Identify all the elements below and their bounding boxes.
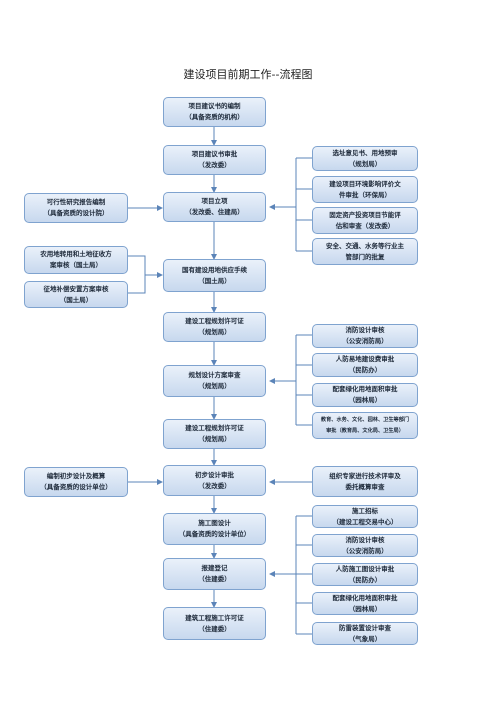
step-agency: （具备资质的机构） [185, 113, 244, 121]
step-label: 项目立项 [201, 197, 228, 205]
side-civil-defense-fee: 人防易地建设费审批 （民防办） [312, 353, 418, 377]
side-agency: （具备资质的设计单位） [40, 483, 112, 491]
side-label: 组织专家进行技术评审及 [329, 471, 401, 480]
side-lightning-protection: 防雷装置设计审查 （气象局） [312, 622, 418, 645]
side-label: 教育、水务、文化、园林、卫生等部门 [320, 416, 410, 423]
side-fire-design-review-1: 消防设计审核 （公安消防局） [312, 324, 418, 348]
side-agency: 委托概算审查 [345, 482, 385, 491]
side-environmental-impact: 建设项目环境影响评价文 件审批（环保局） [312, 176, 418, 203]
step-project-proposal-approval: 项目建议书审批 （发改委） [163, 145, 266, 175]
side-energy-assessment: 固定资产投资项目节能评 估和审查（发改委） [312, 207, 418, 234]
step-agency: （规划局） [198, 328, 231, 336]
side-agency: （具备资质的设计院） [43, 209, 109, 217]
side-agency: （国土局） [59, 295, 93, 304]
side-agency: （建设工程交易中心） [332, 517, 398, 526]
side-site-selection: 选址意见书、用地预审 （规划局） [312, 146, 418, 171]
side-label: 固定资产投资项目节能评 [329, 210, 401, 219]
step-agency: （具备资质的设计单位） [178, 530, 251, 538]
side-agency: （民防办） [348, 366, 382, 374]
step-label: 报建登记 [201, 564, 228, 572]
step-agency: （发改委、住建局） [185, 208, 244, 216]
side-label: 施工招标 [352, 506, 378, 515]
side-label: 安全、交通、水务等行业主 [326, 241, 404, 250]
arrow-left-3 [128, 275, 146, 294]
side-label: 防雷装置设计审查 [339, 623, 391, 632]
side-industry-approvals: 安全、交通、水务等行业主 管部门的批复 [312, 238, 418, 265]
side-label: 消防设计审核 [345, 326, 385, 334]
step-preliminary-design-approval: 初步设计审批 （发改委） [163, 465, 266, 496]
side-agency: 审批（教育局、文化局、卫生局） [326, 427, 404, 434]
side-construction-bidding: 施工招标 （建设工程交易中心） [312, 505, 418, 528]
side-agency: 案审核（国土局） [50, 261, 102, 269]
step-label: 规划设计方案审查 [188, 371, 241, 379]
side-agency: 管部门的批复 [345, 252, 385, 261]
side-label: 建设项目环境影响评价文 [329, 179, 401, 188]
step-agency: （规划局） [198, 435, 231, 443]
step-agency: （住建委） [198, 624, 231, 633]
step-label: 建筑工程施工许可证 [185, 613, 244, 622]
side-agency: （园林局） [348, 396, 382, 404]
side-agency: （民防办） [348, 575, 382, 584]
side-label: 选址意见书、用地预审 [332, 148, 398, 157]
side-agency: 件审批（环保局） [339, 190, 391, 199]
side-agency: （公安消防局） [342, 546, 388, 555]
side-preliminary-design-budget: 编制初步设计及概算 （具备资质的设计单位） [24, 467, 128, 497]
side-label: 可行性研究报告编制 [46, 198, 106, 206]
step-agency: （国土局） [198, 276, 231, 285]
side-greening-area-1: 配套绿化用地面积审批 （园林局） [312, 383, 418, 407]
step-land-supply: 国有建设用地供应手续 （国土局） [163, 259, 266, 292]
step-label: 施工图设计 [198, 519, 231, 527]
side-label: 消防设计审核 [345, 535, 385, 544]
side-label: 人防施工图设计审批 [335, 564, 395, 573]
step-agency: （规划局） [198, 382, 231, 390]
step-construction-permit: 建筑工程施工许可证 （住建委） [163, 607, 266, 640]
side-label: 农用地转用和土地征收方 [40, 250, 112, 258]
step-project-proposal-drafting: 项目建议书的编制 （具备资质的机构） [163, 97, 266, 127]
side-agency: （规划局） [348, 159, 382, 168]
side-label: 人防易地建设费审批 [335, 355, 395, 363]
side-agency: （公安消防局） [342, 337, 388, 345]
side-farmland-conversion: 农用地转用和土地征收方 案审核（国土局） [24, 246, 128, 274]
step-planning-permit-1: 建设工程规划许可证 （规划局） [163, 312, 266, 342]
step-agency: （发改委） [198, 481, 231, 490]
side-agency: （气象局） [348, 634, 382, 643]
side-label: 配套绿化用地面积审批 [332, 593, 398, 602]
side-agency: （园林局） [348, 604, 382, 613]
side-agency: 估和审查（发改委） [335, 221, 395, 230]
side-label: 征地补偿安置方案审核 [43, 284, 109, 293]
step-construction-drawing-design: 施工图设计 （具备资质的设计单位） [163, 513, 266, 545]
step-label: 建设工程规划许可证 [185, 424, 244, 432]
side-expert-review: 组织专家进行技术评审及 委托概算审查 [312, 466, 418, 497]
side-fire-design-review-2: 消防设计审核 （公安消防局） [312, 534, 418, 557]
side-feasibility-study: 可行性研究报告编制 （具备资质的设计院） [24, 193, 128, 223]
step-planning-design-review: 规划设计方案审查 （规划局） [163, 365, 266, 397]
step-label: 项目建议书的编制 [188, 102, 241, 110]
step-project-establishment: 项目立项 （发改委、住建局） [163, 192, 266, 222]
page-title: 建设项目前期工作--流程图 [183, 68, 313, 81]
side-label: 配套绿化用地面积审批 [332, 385, 398, 393]
arrow-left-2 [128, 255, 146, 275]
side-compensation-plan: 征地补偿安置方案审核 （国土局） [24, 281, 128, 308]
side-greening-area-2: 配套绿化用地面积审批 （园林局） [312, 592, 418, 615]
step-construction-registration: 报建登记 （住建委） [163, 558, 266, 590]
side-civil-defense-drawing: 人防施工图设计审批 （民防办） [312, 563, 418, 586]
step-label: 建设工程规划许可证 [185, 317, 244, 325]
step-label: 国有建设用地供应手续 [182, 265, 247, 274]
step-agency: （住建委） [198, 575, 231, 583]
step-agency: （发改委） [198, 161, 231, 169]
side-department-approvals: 教育、水务、文化、园林、卫生等部门 审批（教育局、文化局、卫生局） [312, 412, 418, 439]
side-label: 编制初步设计及概算 [46, 472, 106, 480]
step-planning-permit-2: 建设工程规划许可证 （规划局） [163, 419, 266, 449]
step-label: 项目建议书审批 [191, 150, 238, 158]
step-label: 初步设计审批 [195, 470, 234, 479]
